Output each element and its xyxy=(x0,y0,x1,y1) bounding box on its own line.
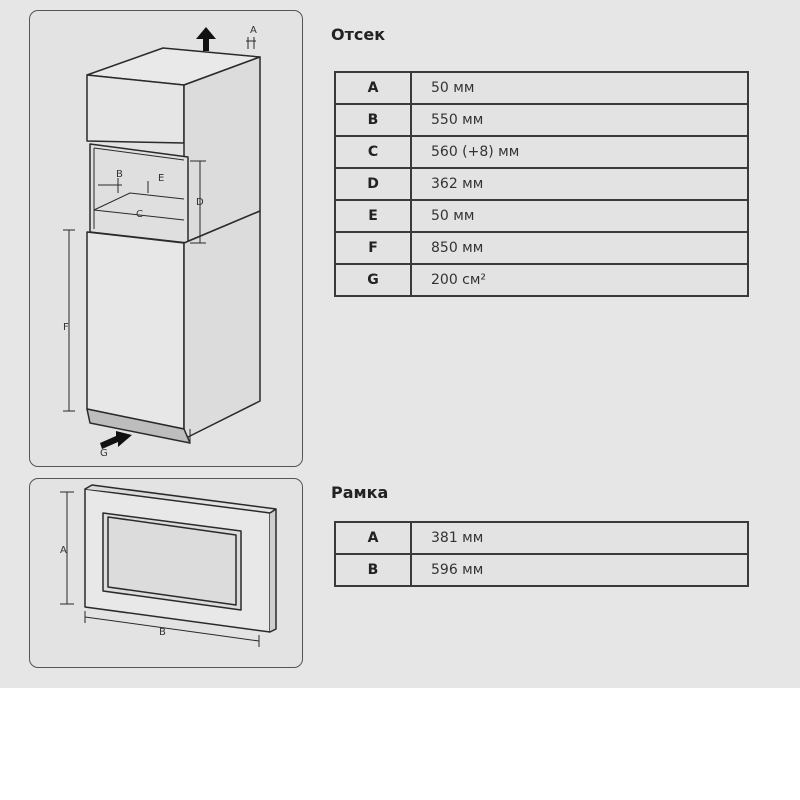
label-d: D xyxy=(196,197,204,208)
dimension-key: E xyxy=(334,199,412,233)
frame-opening xyxy=(102,512,242,611)
dimension-value: 850 мм xyxy=(410,231,749,265)
frame-title: Рамка xyxy=(331,483,389,502)
dimension-key: C xyxy=(334,135,412,169)
arrow-inlet-icon xyxy=(100,431,132,449)
upper-cabinet-front xyxy=(86,74,185,144)
compartment-title: Отсек xyxy=(331,25,386,44)
label-a: A xyxy=(250,25,257,36)
label-c: C xyxy=(136,209,143,220)
lower-cabinet-front xyxy=(86,231,185,430)
lower-cabinet-side xyxy=(183,210,261,440)
dimension-value: 596 мм xyxy=(410,553,749,587)
dimension-key: B xyxy=(334,553,412,587)
dimension-key: G xyxy=(334,263,412,297)
compartment-diagram-panel: A B C D E F G xyxy=(29,10,303,467)
dimension-key: A xyxy=(334,71,412,105)
frame-diagram-panel: A B xyxy=(29,478,303,668)
dimension-key: D xyxy=(334,167,412,201)
dimension-value: 50 мм xyxy=(410,71,749,105)
dimension-value: 362 мм xyxy=(410,167,749,201)
label-f: F xyxy=(63,322,69,333)
frame-label-b: B xyxy=(159,627,166,638)
label-e: E xyxy=(158,173,164,184)
dimension-key: F xyxy=(334,231,412,265)
label-b: B xyxy=(116,169,123,180)
dimension-value: 550 мм xyxy=(410,103,749,137)
dimension-value: 200 см² xyxy=(410,263,749,297)
dimension-key: A xyxy=(334,521,412,555)
dimension-value: 560 (+8) мм xyxy=(410,135,749,169)
dimension-value: 50 мм xyxy=(410,199,749,233)
compartment-diagram: A B C D E F G xyxy=(63,25,261,459)
dimension-key: B xyxy=(334,103,412,137)
label-g: G xyxy=(100,448,108,459)
dimension-value: 381 мм xyxy=(410,521,749,555)
frame-label-a: A xyxy=(60,545,67,556)
arrow-up-icon xyxy=(196,27,216,51)
frame-diagram: A B xyxy=(60,484,277,647)
